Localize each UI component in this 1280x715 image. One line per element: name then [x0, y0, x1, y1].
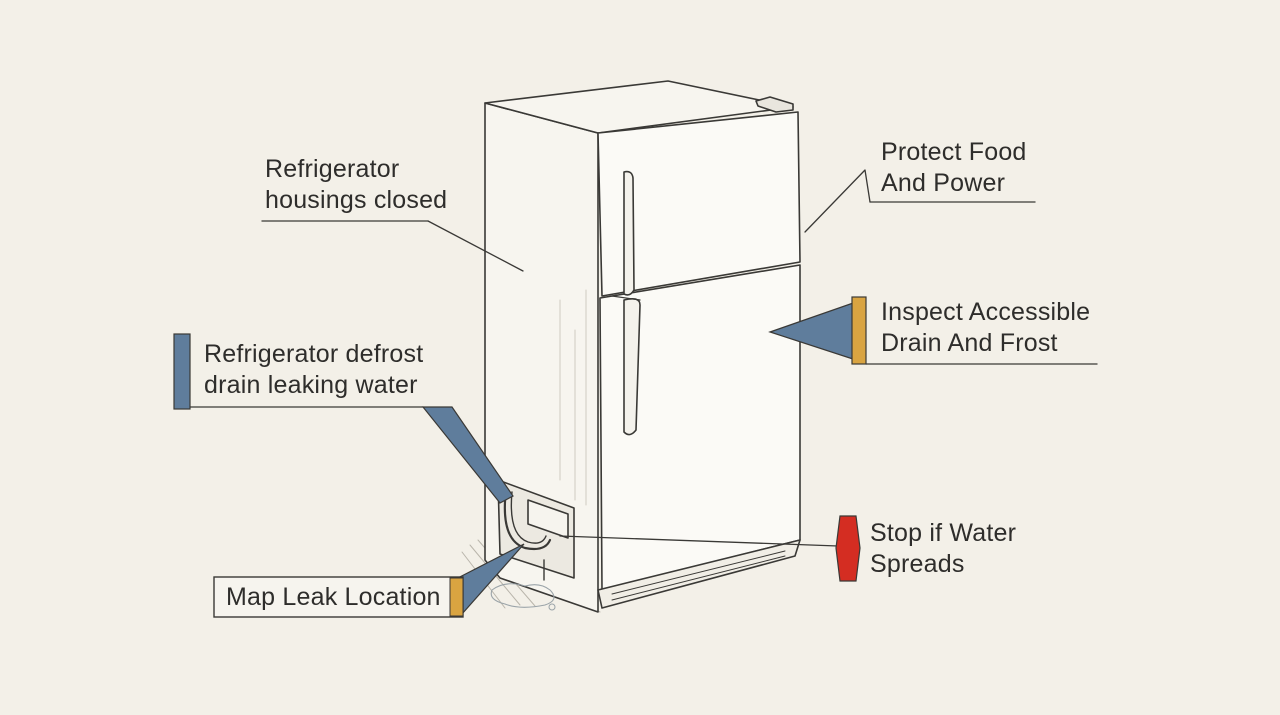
label-inspect-drain: Inspect Accessible Drain And Frost — [881, 297, 1090, 359]
map-label-box — [213, 576, 464, 618]
label-line: Inspect Accessible — [881, 298, 1091, 326]
drain-pan — [527, 499, 569, 539]
label-protect-food: Protect Food And Power — [881, 137, 1027, 199]
defrost-accent-bar — [173, 333, 191, 410]
label-map-leak: Map Leak Location — [226, 582, 441, 613]
label-line: drain leaking water — [204, 371, 418, 399]
label-defrost-drain: Refrigerator defrost drain leaking water — [204, 339, 423, 401]
label-stop-water: Stop if Water Spreads — [870, 518, 1016, 580]
access-panel — [497, 479, 575, 579]
top-hinge — [755, 96, 794, 113]
label-line: Spreads — [870, 550, 965, 578]
freezer-handle — [623, 170, 635, 296]
label-line: Stop if Water — [870, 519, 1017, 547]
defrost-callout-wedge — [421, 406, 514, 504]
label-housings-closed: Refrigerator housings closed — [265, 154, 447, 216]
label-line: Refrigerator — [265, 155, 400, 183]
water-puddle — [490, 583, 555, 608]
inspect-accent-bar — [851, 296, 867, 365]
freezer-door — [597, 111, 801, 297]
label-line: Protect Food — [881, 138, 1027, 166]
label-line: Map Leak Location — [226, 583, 441, 611]
label-line: Drain And Frost — [881, 329, 1058, 357]
label-line: And Power — [881, 169, 1006, 197]
map-accent-bar — [449, 577, 464, 617]
label-line: housings closed — [265, 186, 448, 214]
drain-tube — [503, 488, 552, 551]
label-line: Refrigerator defrost — [204, 340, 424, 368]
stop-accent-badge — [835, 515, 861, 582]
